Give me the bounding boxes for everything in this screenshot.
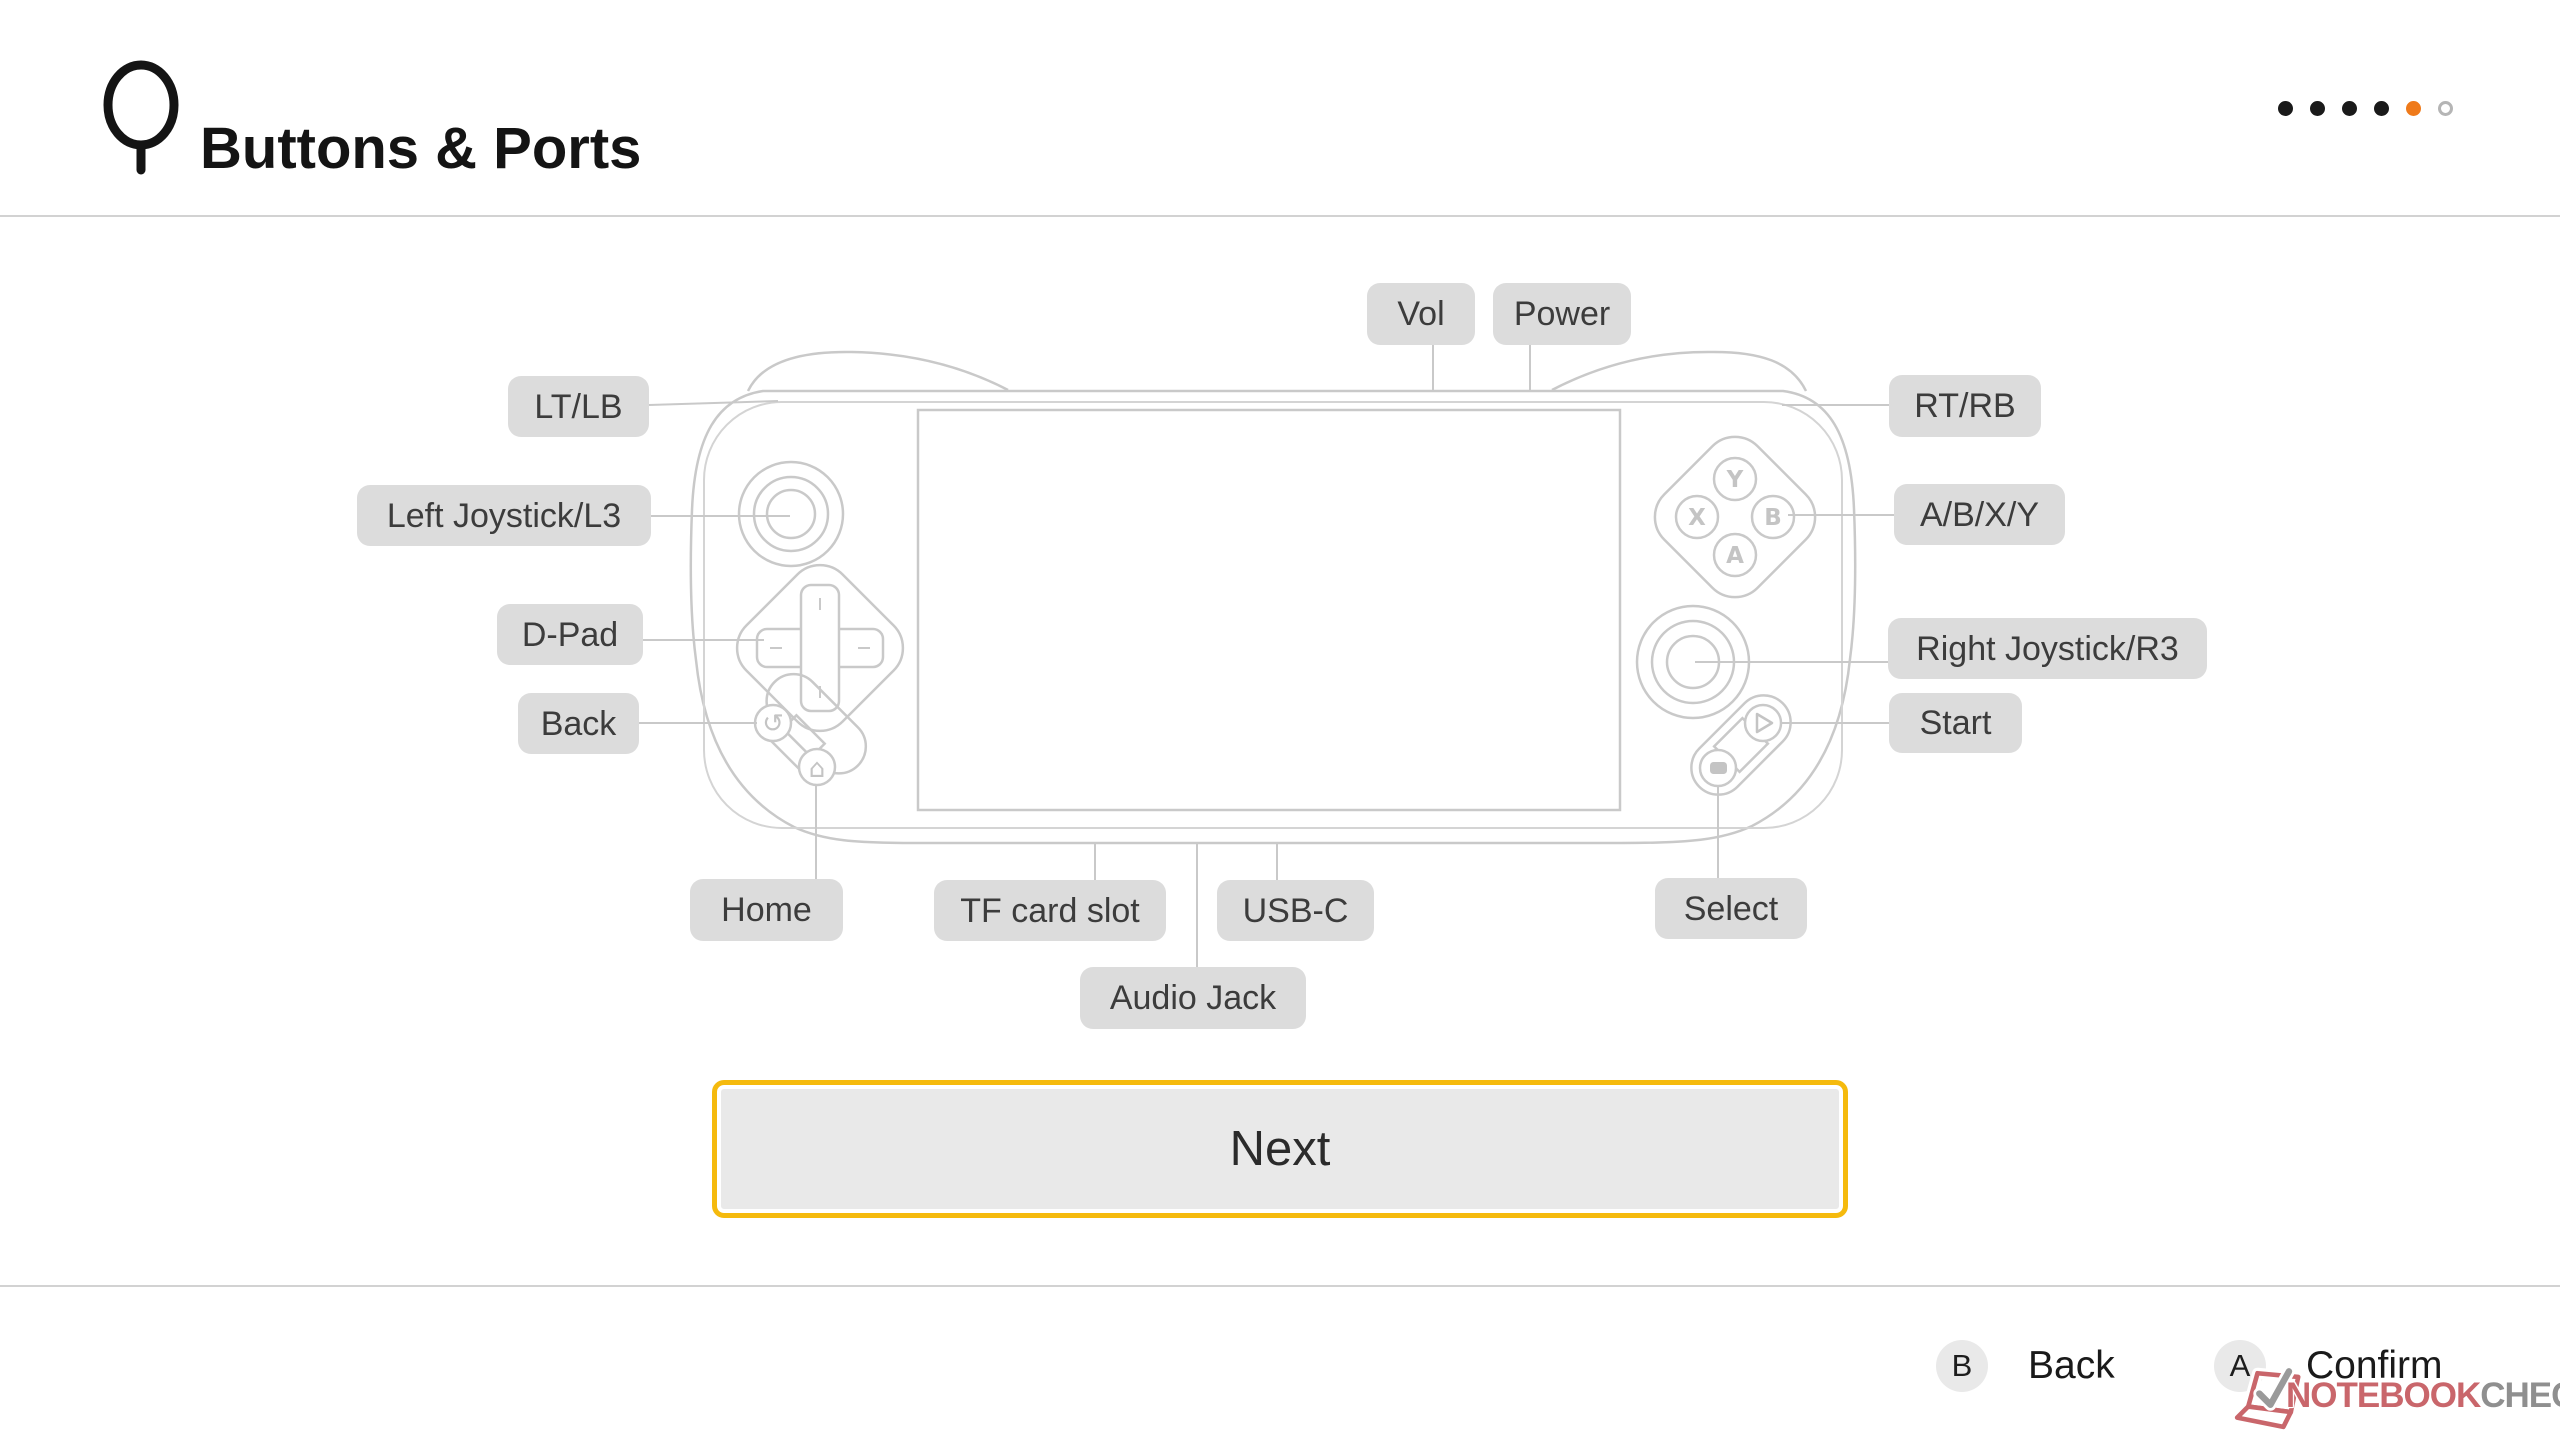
label-rt-rb: RT/RB — [1889, 375, 2041, 437]
gamepad-a-key: A — [2214, 1340, 2266, 1392]
home-button-icon: ⌂ — [809, 754, 826, 784]
label-usb-c: USB-C — [1217, 880, 1374, 941]
leader-lines — [639, 345, 1894, 967]
pagination-dot-1-filled — [2278, 100, 2293, 116]
back-action[interactable]: B Back — [1936, 1340, 2115, 1392]
abxy-b-label: B — [1764, 505, 1782, 531]
left-shoulder-outline — [746, 350, 1009, 392]
label-start: Start — [1889, 693, 2022, 753]
start-select-pill — [1690, 694, 1792, 796]
back-action-label: Back — [2028, 1344, 2115, 1387]
start-button-icon — [1755, 712, 1774, 734]
label-home: Home — [690, 879, 843, 941]
pagination-dots — [2278, 96, 2453, 120]
device-trim-line — [703, 401, 1843, 829]
label-left-joystick-l3: Left Joystick/L3 — [357, 485, 651, 546]
right-shoulder-outline — [1551, 350, 1808, 392]
label-select: Select — [1655, 878, 1807, 939]
pagination-dot-3-filled — [2342, 100, 2357, 116]
label-back: Back — [518, 693, 639, 754]
abxy-x-label: X — [1688, 505, 1706, 531]
select-button-icon — [1710, 762, 1727, 774]
footer-divider — [0, 1285, 2560, 1287]
page-title: Buttons & Ports — [200, 116, 642, 182]
label-tf-card-slot: TF card slot — [934, 880, 1166, 941]
label-a-b-x-y: A/B/X/Y — [1894, 484, 2065, 545]
app-logo-icon — [103, 60, 179, 175]
pagination-dot-5-active — [2406, 100, 2421, 116]
left-joystick — [737, 460, 845, 568]
next-button[interactable]: Next — [712, 1080, 1848, 1218]
back-button-icon: ↺ — [762, 709, 784, 739]
abxy-a-label: A — [1726, 543, 1744, 569]
label-right-joystick-r3: Right Joystick/R3 — [1888, 618, 2207, 679]
confirm-action[interactable]: A Confirm — [2214, 1340, 2443, 1392]
confirm-action-label: Confirm — [2306, 1344, 2443, 1387]
pagination-dot-6-outline — [2438, 100, 2453, 116]
abxy-y-label: Y — [1726, 467, 1744, 493]
header-divider — [0, 215, 2560, 217]
pagination-dot-2-filled — [2310, 100, 2325, 116]
leader-line-lt-lb — [648, 400, 779, 406]
label-audio-jack: Audio Jack — [1080, 967, 1306, 1029]
device-screen — [916, 408, 1622, 812]
label-d-pad: D-Pad — [497, 604, 643, 665]
abxy-cluster — [1653, 435, 1817, 599]
label-power: Power — [1493, 283, 1631, 345]
gamepad-b-key: B — [1936, 1340, 1988, 1392]
pagination-dot-4-filled — [2374, 100, 2389, 116]
label-vol: Vol — [1367, 283, 1475, 345]
label-lt-lb: LT/LB — [508, 376, 649, 437]
